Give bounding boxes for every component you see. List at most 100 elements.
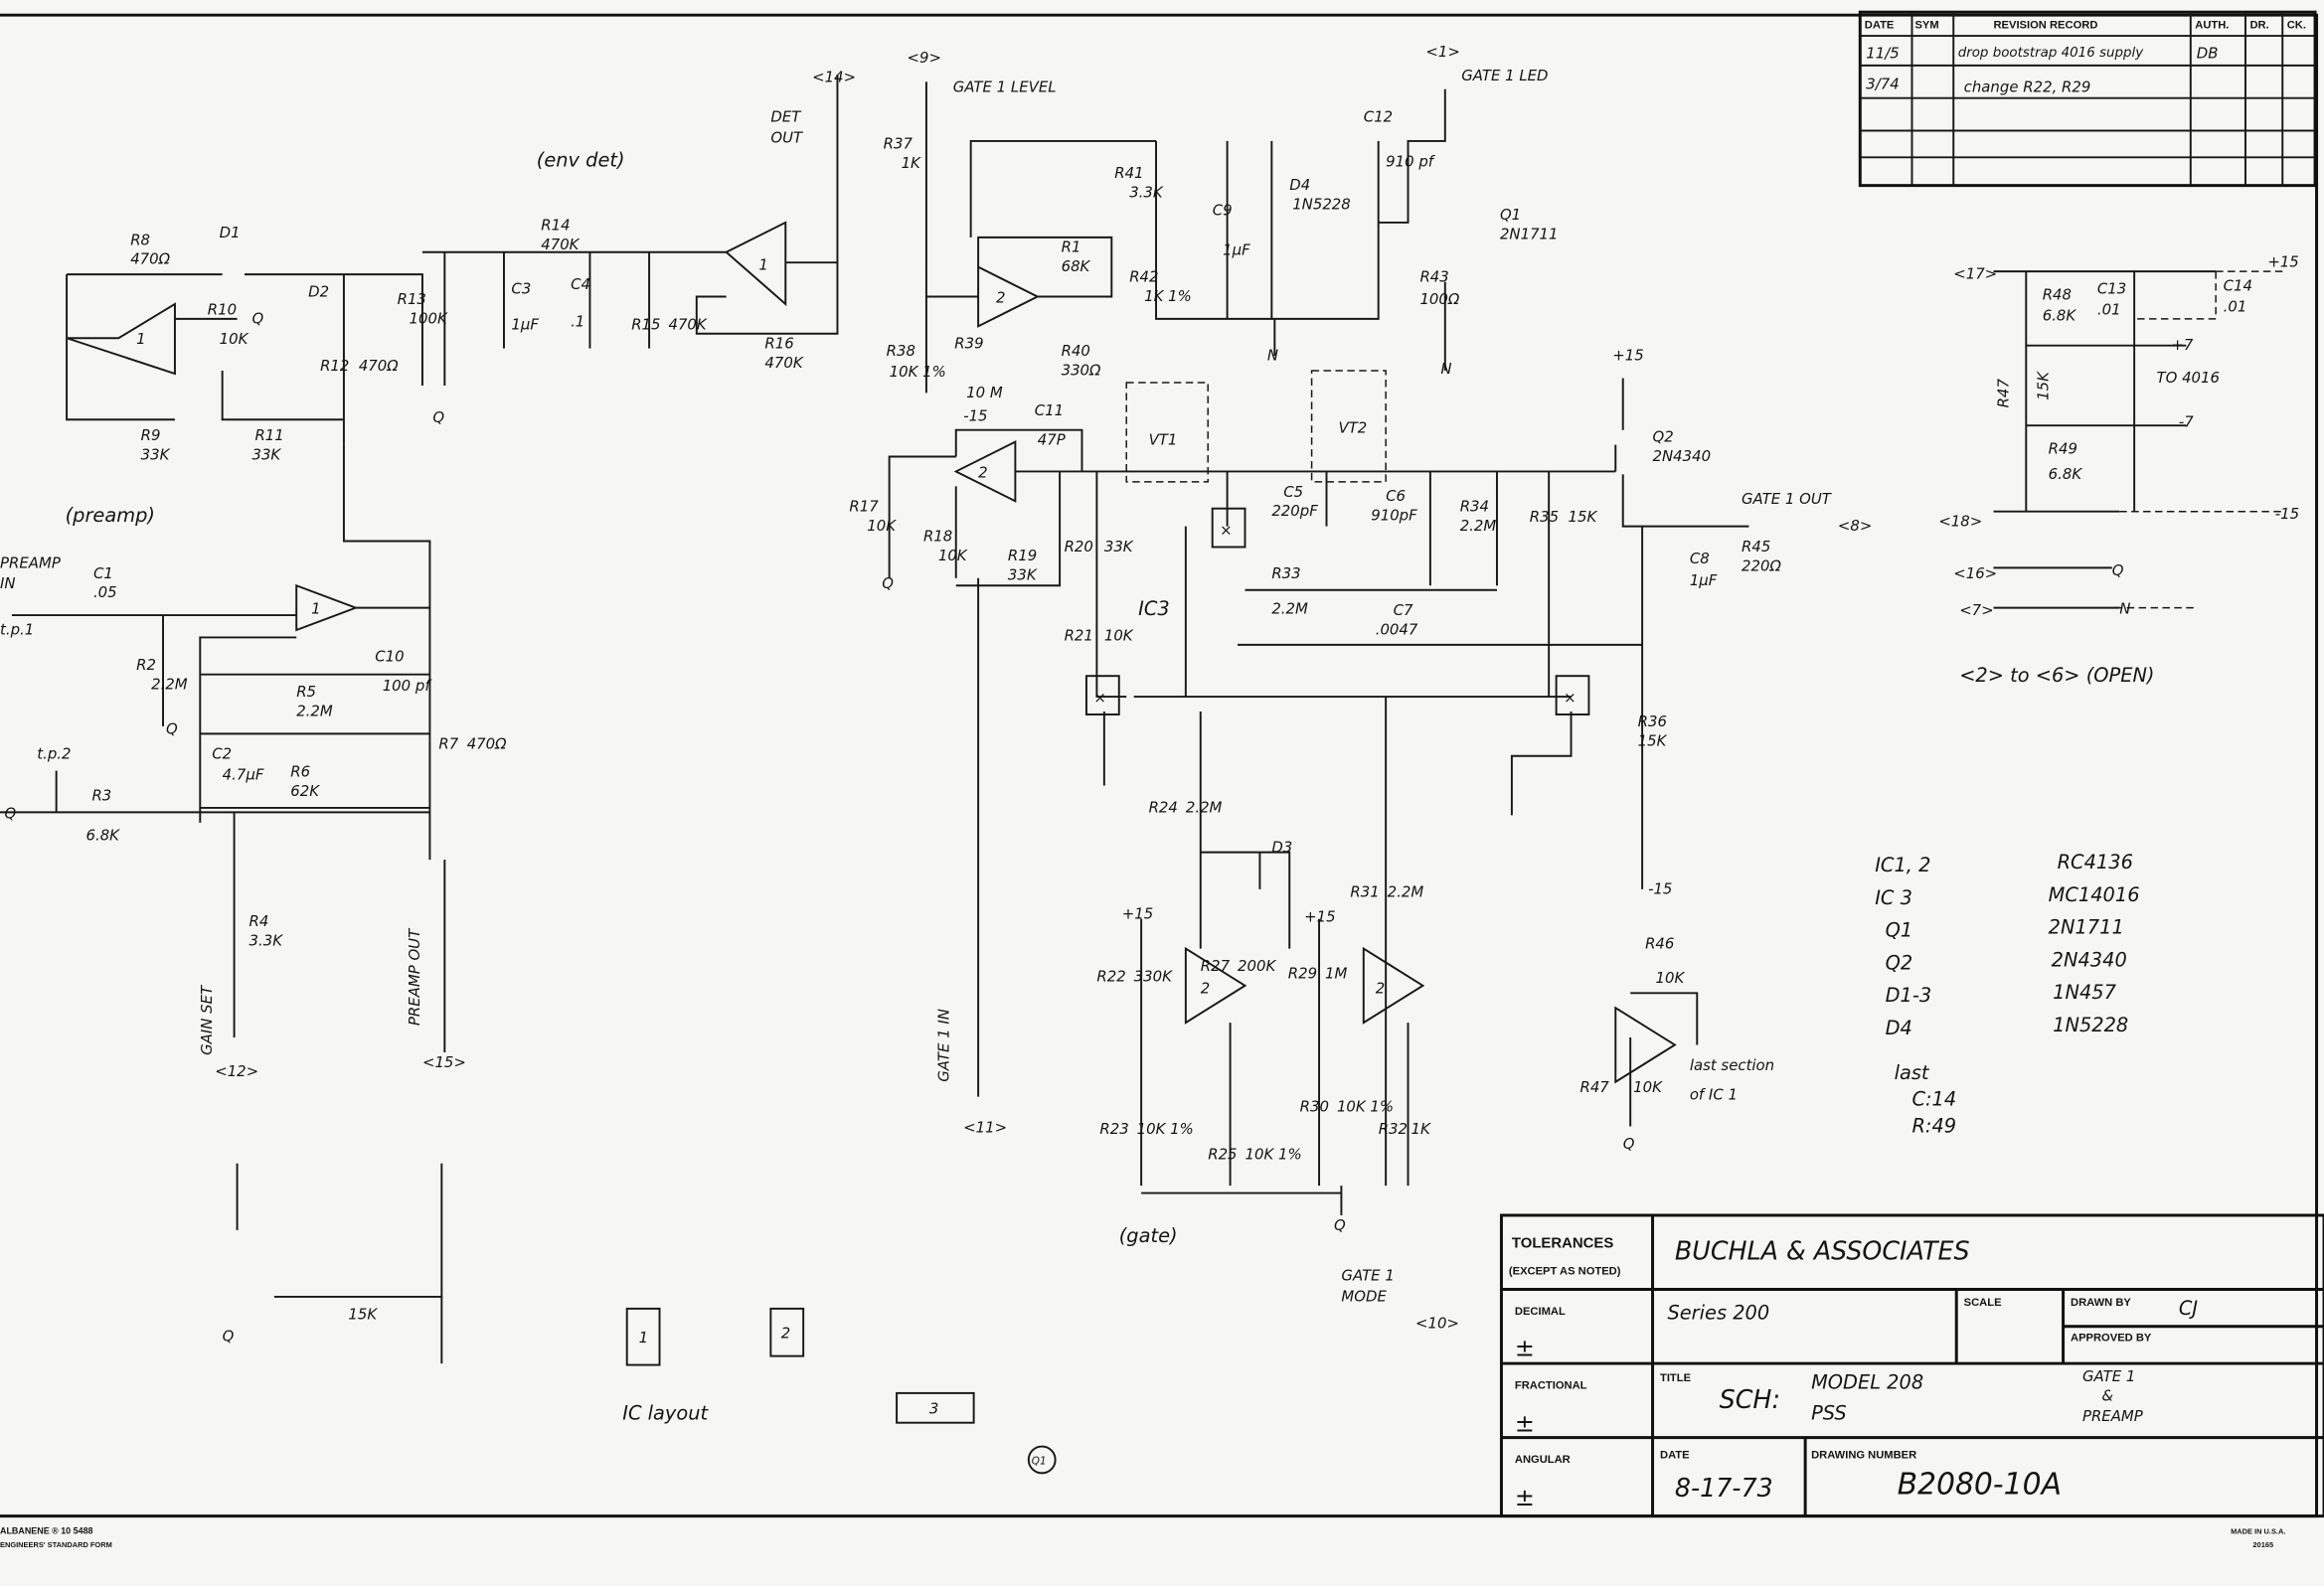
schematic-label: 1N5228 <box>1292 196 1351 214</box>
schematic-label: PREAMP <box>2082 1407 2143 1425</box>
ic-layout: 1 2 3 IC layout Q1 <box>622 1307 1057 1475</box>
switch-x <box>1211 507 1246 549</box>
schematic-label: REVISION RECORD <box>1993 20 2097 32</box>
schematic-label: 10K <box>1104 626 1134 644</box>
schematic-label: FRACTIONAL <box>1515 1379 1587 1391</box>
schematic-label: <2> to <6> (OPEN) <box>1959 664 2154 687</box>
schematic-label: 1 <box>639 1329 648 1347</box>
schematic-label: DECIMAL <box>1515 1306 1566 1318</box>
schematic-label: 10K 1% <box>1245 1145 1301 1163</box>
schematic-label: R13 <box>398 290 426 308</box>
schematic-label: R36 <box>1638 713 1667 730</box>
schematic-label: TOLERANCES <box>1512 1236 1613 1252</box>
schematic-label: VT1 <box>1149 431 1178 449</box>
schematic-label: Q <box>1623 1135 1635 1153</box>
schematic-label: .1 <box>571 312 584 330</box>
schematic-label: 33K <box>251 446 281 464</box>
schematic-label: R3 <box>91 786 111 804</box>
schematic-label: 6.8K <box>2049 465 2083 483</box>
switch-x-label: × <box>1093 689 1106 707</box>
schematic-label: Q <box>223 1328 235 1346</box>
schematic-label: Q2 <box>1886 951 1913 974</box>
schematic-label: 2N4340 <box>2052 948 2127 971</box>
schematic-label: .0047 <box>1376 620 1418 638</box>
schematic-label: R5 <box>296 683 316 701</box>
schematic-label: C6 <box>1386 487 1406 505</box>
schematic-label: D1 <box>220 224 241 241</box>
schematic-label: Series 200 <box>1667 1301 1769 1324</box>
schematic-label: 10K 1% <box>890 363 946 381</box>
schematic-label: 220Ω <box>1742 556 1781 574</box>
schematic-label: -15 <box>1648 879 1672 897</box>
schematic-label: R43 <box>1419 268 1448 286</box>
schematic-label: OUT <box>770 128 804 146</box>
schematic-label: 2.2M <box>151 676 188 694</box>
schematic-label: <9> <box>908 49 941 67</box>
schematic-label: R35 <box>1530 508 1559 526</box>
schematic-label: Q <box>4 804 16 822</box>
schematic-label: R17 <box>849 498 879 516</box>
schematic-label: +15 <box>1304 908 1335 926</box>
analog-switches: × × × <box>1084 507 1590 715</box>
schematic-label: C2 <box>212 745 232 763</box>
schematic-label: GAIN SET <box>198 984 216 1055</box>
schematic-label: PREAMP OUT <box>406 927 423 1026</box>
schematic-label: MODEL 208 <box>1811 1370 1923 1393</box>
schematic-label: 6.8K <box>2043 306 2077 324</box>
company-name: BUCHLA & ASSOCIATES <box>1675 1236 1970 1266</box>
switch-x <box>1555 675 1590 715</box>
schematic-label: R6 <box>290 763 310 781</box>
schematic-label: R1 <box>1062 238 1081 256</box>
schematic-label: 100 pf <box>383 677 433 695</box>
schematic-label: 2 <box>781 1325 790 1343</box>
schematic-label: DET <box>770 108 802 126</box>
schematic-label: R24 <box>1149 798 1178 816</box>
schematic-label: DB <box>2197 44 2219 62</box>
schematic-label: R48 <box>2043 285 2072 303</box>
schematic-label: 1µF <box>511 315 539 333</box>
schematic-label: IC1, 2 <box>1875 854 1930 876</box>
schematic-label: 8-17-73 <box>1675 1473 1773 1503</box>
schematic-label: TITLE <box>1660 1372 1692 1384</box>
schematic-label: 2.2M <box>1271 600 1308 618</box>
schematic-label: (EXCEPT AS NOTED) <box>1509 1266 1621 1278</box>
schematic-label: N <box>1440 360 1451 378</box>
section-gate: (gate) <box>1119 1224 1178 1247</box>
drawing-number: B2080-10A <box>1898 1467 2062 1502</box>
schematic-label: -15 <box>963 407 987 425</box>
schematic-label: C12 <box>1364 108 1393 126</box>
schematic-label: 200K <box>1238 957 1276 975</box>
schematic-label: 1N5228 <box>2053 1014 2128 1036</box>
schematic-label: 47P <box>1038 431 1066 449</box>
schematic-label: 3.3K <box>1129 184 1164 202</box>
schematic-label: 1M <box>1325 964 1347 982</box>
schematic-label: 11/5 <box>1866 44 1899 62</box>
schematic-label: <15> <box>422 1053 466 1071</box>
sheet-border <box>0 13 2319 1518</box>
schematic-label: 470K <box>764 354 803 372</box>
schematic-label: <12> <box>215 1062 258 1080</box>
schematic-label: 2N1711 <box>1500 225 1559 242</box>
schematic-label: 2.2M <box>1388 882 1424 900</box>
schematic-label: 10K <box>1656 969 1686 987</box>
schematic-label: 330Ω <box>1062 362 1101 380</box>
schematic-label: Q <box>1334 1216 1346 1234</box>
schematic-label: C5 <box>1283 483 1303 501</box>
schematic-label: <18> <box>1938 513 1982 531</box>
schematic-label: R34 <box>1460 498 1489 516</box>
section-env-det: (env det) <box>537 148 625 171</box>
schematic-label: D4 <box>1289 176 1310 194</box>
schematic-label: 10 M <box>966 384 1003 401</box>
schematic-label: 2.2M <box>1460 517 1497 535</box>
schematic-label: Q <box>882 574 894 592</box>
schematic-label: 3 <box>929 1400 938 1418</box>
schematic-label: 3/74 <box>1866 76 1899 93</box>
schematic-label: R33 <box>1271 564 1300 582</box>
schematic-label: 2.2M <box>1186 798 1223 816</box>
schematic-label: R23 <box>1099 1120 1128 1138</box>
schematic-label: .01 <box>2097 300 2121 318</box>
schematic-label: 10K <box>220 330 249 348</box>
